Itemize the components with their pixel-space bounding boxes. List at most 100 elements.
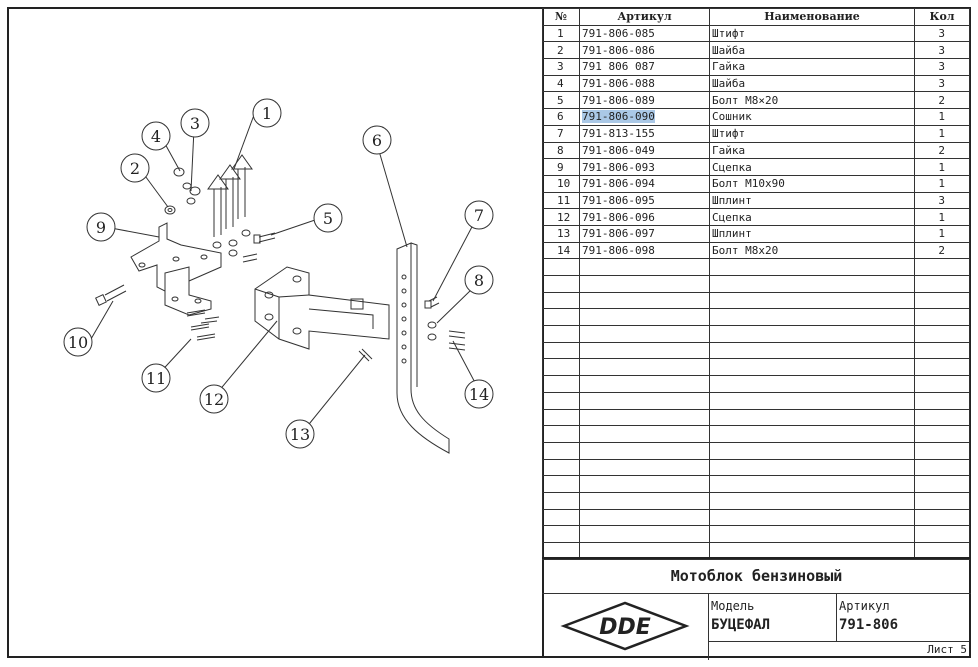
empty-row: [542, 258, 970, 276]
callout-5: 5: [313, 203, 343, 233]
row-qty: 2: [914, 91, 970, 110]
empty-cell: [914, 341, 970, 360]
row-name: Сошник: [709, 108, 915, 126]
callout-2: 2: [120, 153, 150, 183]
empty-cell: [709, 491, 915, 510]
row-article: 791-806-090: [579, 108, 710, 126]
empty-row: [542, 508, 970, 527]
row-article: 791-806-049: [579, 141, 710, 160]
empty-cell: [579, 408, 710, 427]
header-qty: Кол: [914, 8, 970, 26]
exploded-assembly-drawing: 1 3 4 2 9 5 6 7 8 14 10 11 12 13: [63, 98, 494, 454]
row-qty: 3: [914, 191, 970, 210]
empty-cell: [579, 458, 710, 477]
empty-cell: [579, 425, 710, 443]
row-name: Штифт: [709, 124, 915, 143]
callout-13: 13: [285, 419, 315, 449]
empty-cell: [914, 458, 970, 477]
row-qty: 1: [914, 124, 970, 143]
article-value: 791-806: [839, 617, 899, 633]
row-name: Шайба: [709, 41, 915, 60]
empty-cell: [542, 375, 580, 393]
svg-text:2: 2: [130, 159, 140, 178]
row-article: 791-806-095: [579, 191, 710, 210]
sheet-number: Лист 5: [927, 643, 967, 656]
drawing-frame: [7, 7, 971, 658]
row-qty: 1: [914, 208, 970, 226]
empty-row: [542, 408, 970, 427]
empty-row: [542, 308, 970, 327]
empty-cell: [542, 525, 580, 543]
empty-cell: [709, 275, 915, 293]
empty-cell: [709, 525, 915, 543]
empty-cell: [709, 341, 915, 360]
nuts-part: [427, 321, 437, 341]
empty-cell: [914, 358, 970, 377]
row-num: 13: [542, 224, 580, 243]
row-article: 791-806-094: [579, 174, 710, 193]
empty-cell: [542, 391, 580, 410]
row-name: Гайка: [709, 58, 915, 76]
empty-cell: [579, 341, 710, 360]
model-label: Модель: [711, 599, 755, 613]
article-cell: Артикул 791-806: [836, 593, 969, 642]
row-name: Шайба: [709, 74, 915, 93]
empty-cell: [579, 325, 710, 343]
row-name: Болт М8х20: [709, 241, 915, 260]
pins-part: [207, 154, 253, 237]
empty-cell: [579, 275, 710, 293]
svg-text:14: 14: [469, 385, 489, 404]
model-cell: Модель БУЦЕФАЛ: [708, 593, 837, 642]
empty-cell: [709, 458, 915, 477]
row-qty: 3: [914, 41, 970, 60]
svg-text:13: 13: [290, 425, 310, 444]
pin-7-part: [424, 296, 440, 309]
callout-1: 1: [252, 98, 282, 128]
row-name: Болт М10х90: [709, 174, 915, 193]
empty-cell: [914, 491, 970, 510]
empty-cell: [542, 291, 580, 310]
svg-text:5: 5: [323, 209, 333, 228]
empty-cell: [542, 275, 580, 293]
row-name: Шплинт: [709, 191, 915, 210]
empty-row: [542, 325, 970, 343]
svg-text:12: 12: [204, 390, 224, 409]
row-article: 791-806-088: [579, 74, 710, 93]
empty-cell: [914, 275, 970, 293]
selected-article[interactable]: 791-806-090: [582, 110, 655, 124]
brand-logo: DDE: [542, 593, 709, 660]
empty-cell: [914, 441, 970, 460]
empty-cell: [542, 358, 580, 377]
svg-text:7: 7: [474, 206, 484, 225]
empty-row: [542, 542, 970, 560]
row-name: Сцепка: [709, 208, 915, 226]
svg-text:6: 6: [372, 131, 382, 150]
callout-4: 4: [141, 121, 171, 151]
row-article: 791-806-096: [579, 208, 710, 226]
row-qty: 2: [914, 141, 970, 160]
row-num: 5: [542, 91, 580, 110]
row-qty: 3: [914, 74, 970, 93]
svg-text:3: 3: [190, 114, 200, 133]
callout-7: 7: [464, 200, 494, 230]
empty-cell: [914, 508, 970, 527]
empty-row: [542, 491, 970, 510]
callout-3: 3: [180, 108, 210, 138]
empty-cell: [709, 425, 915, 443]
row-num: 3: [542, 58, 580, 76]
empty-cell: [579, 491, 710, 510]
empty-cell: [914, 258, 970, 276]
row-article: 791-806-093: [579, 158, 710, 176]
row-name: Гайка: [709, 141, 915, 160]
empty-cell: [914, 391, 970, 410]
empty-cell: [542, 258, 580, 276]
hitch-9-part: [130, 222, 222, 316]
